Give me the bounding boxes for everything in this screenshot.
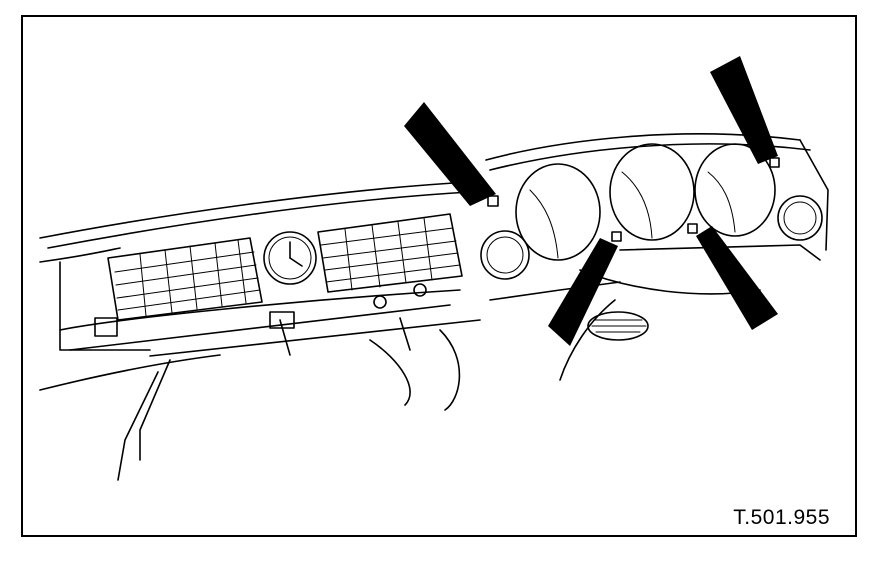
left-air-vent xyxy=(107,237,263,321)
figure-border xyxy=(21,15,857,537)
fixing-point-1 xyxy=(487,195,499,207)
instrument-cluster xyxy=(480,143,823,280)
dashboard-clock xyxy=(263,231,317,285)
arrow-centre-top xyxy=(404,102,496,206)
arrow-lower-middle xyxy=(548,238,618,346)
dashboard-outline xyxy=(39,133,829,481)
small-right-dial xyxy=(777,195,823,241)
figure-reference-code: T.501.955 xyxy=(733,506,830,529)
fixing-point-3 xyxy=(687,223,698,234)
fixing-point-2 xyxy=(611,231,622,242)
arrow-right-top xyxy=(710,56,778,164)
gauge-left xyxy=(515,163,601,261)
gauge-right xyxy=(694,143,776,237)
fixing-point-4 xyxy=(769,157,780,168)
callout-arrows xyxy=(404,56,778,346)
gauge-centre xyxy=(609,143,695,241)
speaker-grille xyxy=(587,311,649,341)
arrow-lower-right xyxy=(696,226,778,330)
small-left-dial xyxy=(480,230,530,280)
centre-air-vent xyxy=(317,213,463,309)
